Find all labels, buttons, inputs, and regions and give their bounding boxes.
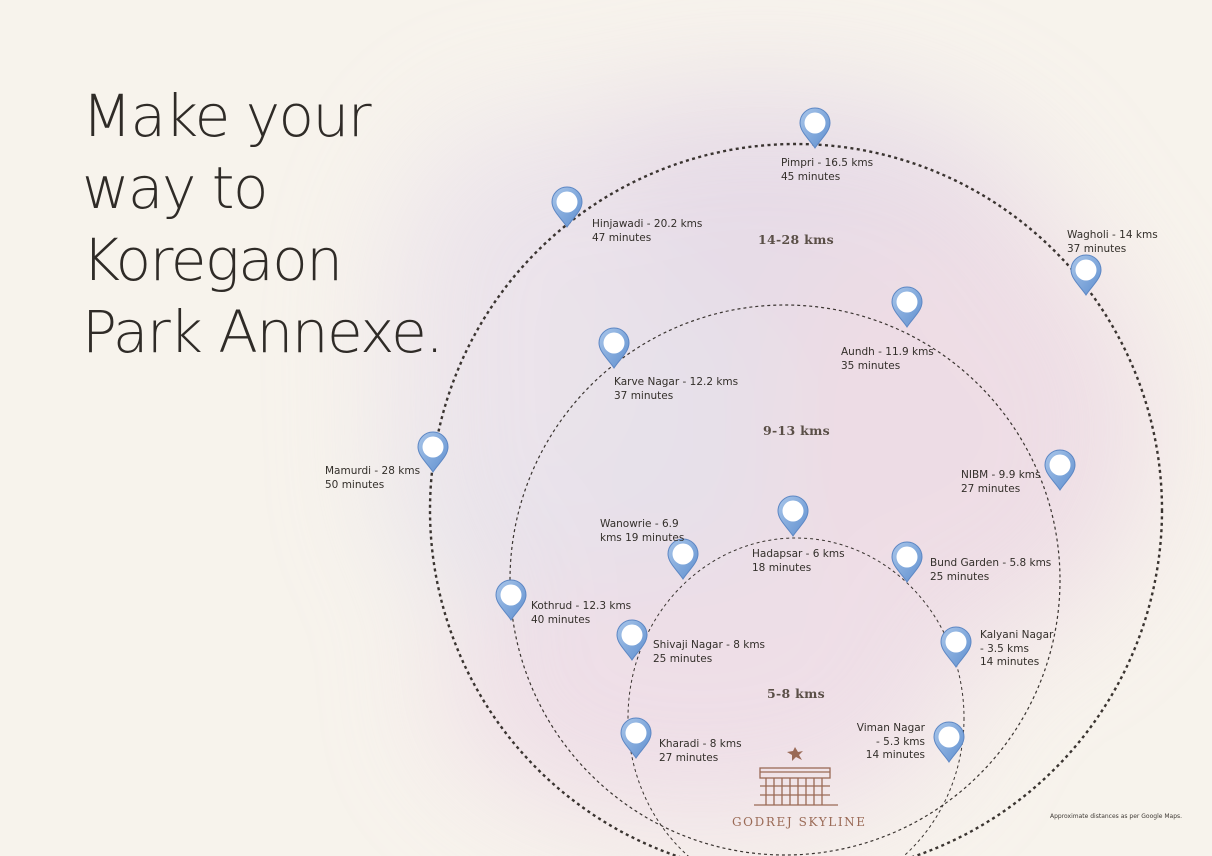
location-name: Kharadi - 8 kms xyxy=(659,738,742,750)
brand-name: GODREJ SKYLINE xyxy=(732,815,867,829)
map-pin-icon xyxy=(777,495,809,537)
godrej-skyline-logo xyxy=(754,747,838,806)
outer-ring xyxy=(428,142,1164,856)
location-name: Wagholi - 14 kms xyxy=(1067,229,1158,241)
location-name: Pimpri - 16.5 kms xyxy=(781,157,874,169)
headline-line: Koregaon xyxy=(82,226,343,294)
location-time: 14 minutes xyxy=(865,749,925,761)
location-kothrud: Kothrud - 12.3 kms 40 minutes xyxy=(531,600,631,627)
location-name: Kothrud - 12.3 kms xyxy=(531,600,632,612)
headline-line: Make your xyxy=(82,82,372,150)
map-pin-icon xyxy=(940,626,972,668)
location-name: Viman Nagar xyxy=(856,722,925,734)
location-name: Kalyani Nagar xyxy=(980,629,1054,641)
location-kharadi: Kharadi - 8 kms 27 minutes xyxy=(659,738,742,765)
inner-ring xyxy=(627,537,965,856)
map-pin-icon xyxy=(598,327,630,369)
map-pin-icon xyxy=(616,619,648,661)
band-label-middle: 9-13 kms xyxy=(763,423,830,438)
location-aundh: Aundh - 11.9 kms 35 minutes xyxy=(841,346,934,373)
location-name: Wanowrie - 6.9 xyxy=(600,518,679,530)
location-time: 50 minutes xyxy=(325,478,385,491)
location-wanowrie: Wanowrie - 6.9 kms 19 minutes xyxy=(600,518,684,545)
location-viman-nagar: Viman Nagar - 5.3 kms 14 minutes xyxy=(846,722,925,763)
location-name: Mamurdi - 28 kms xyxy=(325,465,421,477)
location-shivaji-nagar: Shivaji Nagar - 8 kms 25 minutes xyxy=(653,639,765,666)
headline: Make your way to Koregaon Park Annexe. xyxy=(82,80,444,368)
location-pimpri: Pimpri - 16.5 kms 45 minutes xyxy=(781,157,873,184)
location-wagholi: Wagholi - 14 kms 37 minutes xyxy=(1067,229,1158,256)
location-distance: - 5.3 kms xyxy=(876,735,925,748)
map-pins xyxy=(417,107,1102,763)
map-pin-icon xyxy=(417,431,449,473)
location-time: 45 minutes xyxy=(781,170,841,183)
location-name: NIBM - 9.9 kms xyxy=(961,469,1041,481)
map-pin-icon xyxy=(1070,254,1102,296)
map-pin-icon xyxy=(667,538,699,580)
location-time: 14 minutes xyxy=(980,656,1040,668)
location-hadapsar: Hadapsar - 6 kms 18 minutes xyxy=(752,548,845,575)
location-name: Hinjawadi - 20.2 kms xyxy=(592,218,703,230)
location-distance: - 3.5 kms xyxy=(980,642,1029,655)
location-name: Aundh - 11.9 kms xyxy=(841,346,934,358)
headline-line: Park Annexe. xyxy=(82,298,444,366)
location-time: 35 minutes xyxy=(841,359,901,372)
location-time: 27 minutes xyxy=(961,482,1021,495)
map-pin-icon xyxy=(551,186,583,228)
location-name: Bund Garden - 5.8 kms xyxy=(930,557,1052,569)
location-time: 47 minutes xyxy=(592,231,652,244)
map-pin-icon xyxy=(891,286,923,328)
location-bund-garden: Bund Garden - 5.8 kms 25 minutes xyxy=(930,557,1051,584)
location-time: 37 minutes xyxy=(614,389,674,402)
location-nibm: NIBM - 9.9 kms 27 minutes xyxy=(961,469,1041,496)
location-time: 27 minutes xyxy=(659,751,719,764)
location-time: 18 minutes xyxy=(752,561,812,574)
band-label-outer: 14-28 kms xyxy=(758,232,834,247)
map-pin-icon xyxy=(495,579,527,621)
location-hinjawadi: Hinjawadi - 20.2 kms 47 minutes xyxy=(592,218,702,245)
map-pin-icon xyxy=(891,541,923,583)
location-time: 40 minutes xyxy=(531,613,591,626)
location-time: 25 minutes xyxy=(653,652,713,665)
location-time: 25 minutes xyxy=(930,570,990,583)
map-pin-icon xyxy=(620,717,652,759)
location-kalyani-nagar: Kalyani Nagar - 3.5 kms 14 minutes xyxy=(980,629,1053,670)
location-name: Karve Nagar - 12.2 kms xyxy=(614,376,739,388)
location-time: kms 19 minutes xyxy=(600,531,685,544)
map-pin-icon xyxy=(933,721,965,763)
map-pin-icon xyxy=(1044,449,1076,491)
disclaimer: Approximate distances as per Google Maps… xyxy=(1050,813,1183,820)
band-label-inner: 5-8 kms xyxy=(767,686,825,701)
location-name: Hadapsar - 6 kms xyxy=(752,548,845,560)
location-karve-nagar: Karve Nagar - 12.2 kms 37 minutes xyxy=(614,376,738,403)
headline-line: way to xyxy=(82,154,268,222)
map-pin-icon xyxy=(799,107,831,149)
location-name: Shivaji Nagar - 8 kms xyxy=(653,639,766,651)
location-time: 37 minutes xyxy=(1067,242,1127,255)
location-mamurdi: Mamurdi - 28 kms 50 minutes xyxy=(325,465,420,492)
middle-ring xyxy=(509,304,1061,856)
